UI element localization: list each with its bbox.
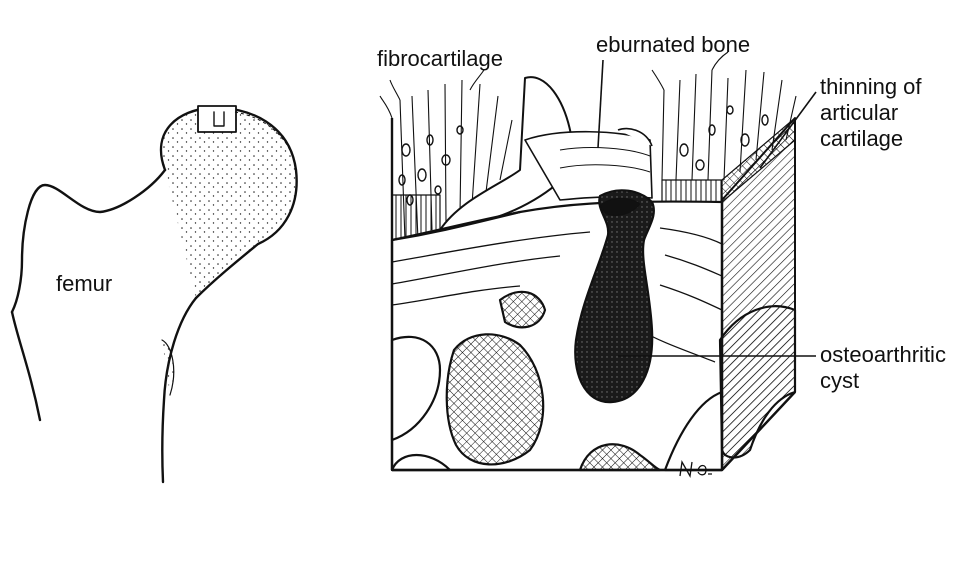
cyst-line-1: osteoarthritic <box>820 342 946 368</box>
thinning-line-2: articular <box>820 100 922 126</box>
cyst-line-2: cyst <box>820 368 946 394</box>
eburnated-bone-label: eburnated bone <box>596 32 750 58</box>
cyst-label: osteoarthritic cyst <box>820 342 946 394</box>
femur-neck-lower <box>162 298 196 482</box>
subchondral-bone <box>392 202 722 470</box>
bone-section <box>380 52 796 470</box>
femur-label: femur <box>56 271 112 297</box>
thinning-line-3: cartilage <box>820 126 922 152</box>
thinning-cartilage-label: thinning of articular cartilage <box>820 74 922 152</box>
femur-sample-box <box>198 106 236 132</box>
femur-shaft-left <box>12 312 40 420</box>
fibrocartilage-label: fibrocartilage <box>377 46 503 72</box>
thinning-line-1: thinning of <box>820 74 922 100</box>
femur-head <box>161 108 297 298</box>
femur-drawing <box>12 106 297 482</box>
